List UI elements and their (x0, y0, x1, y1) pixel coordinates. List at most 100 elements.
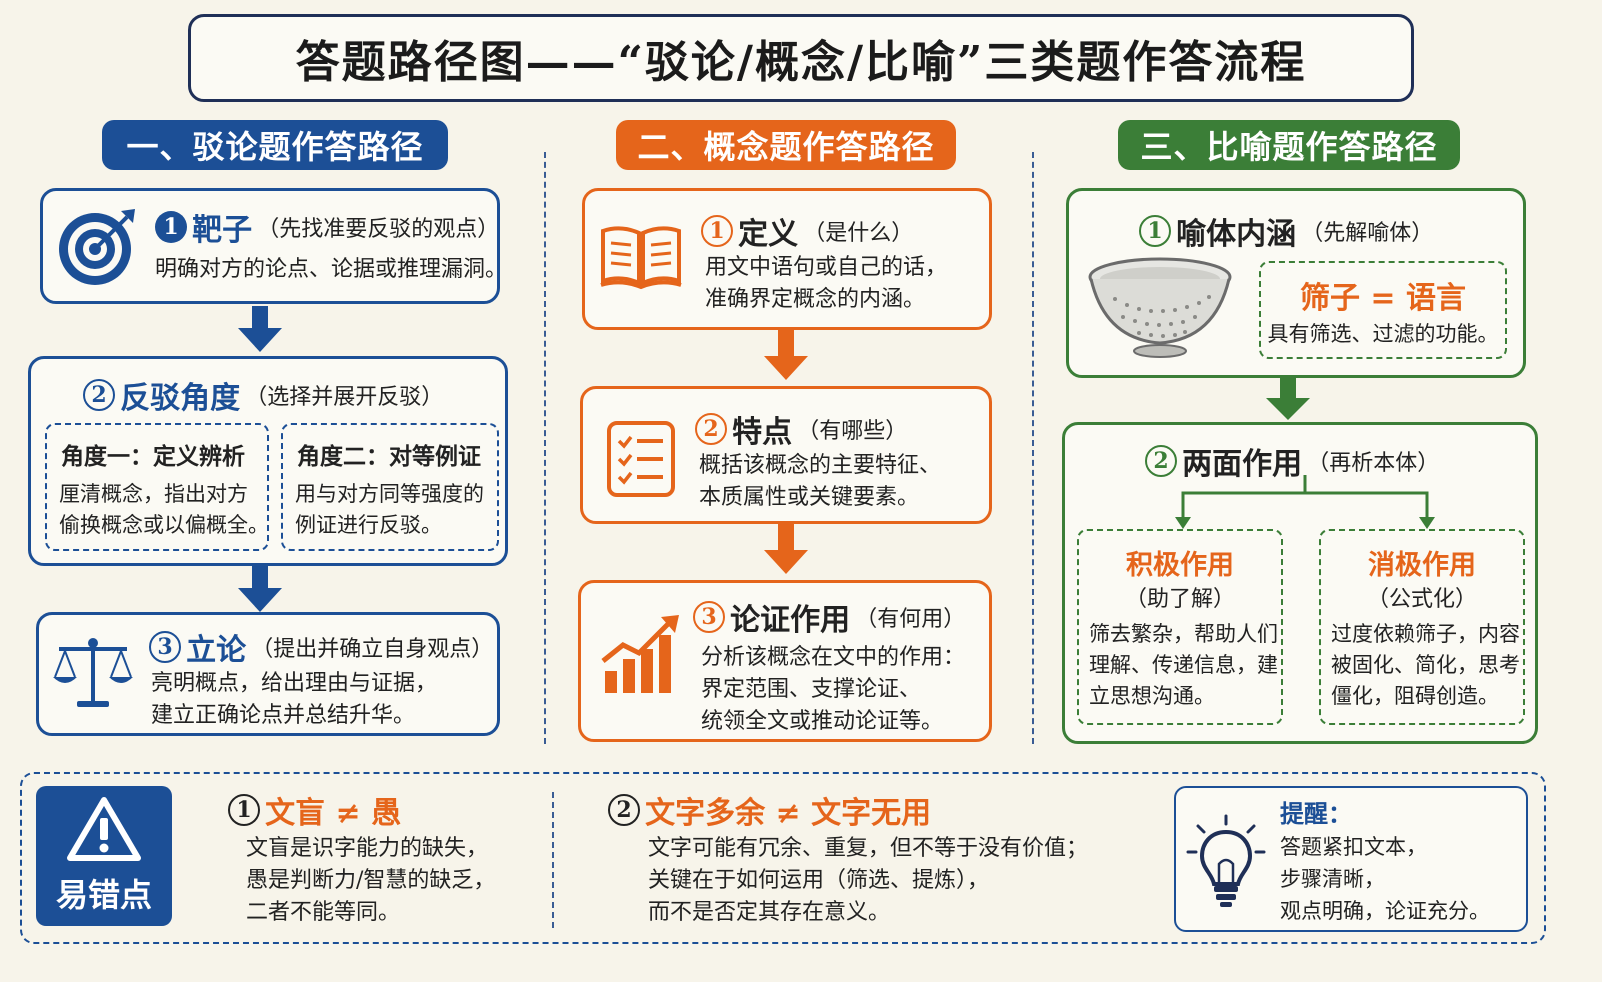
step-number: 2 (83, 379, 115, 411)
step-note: （再析本体） (1307, 451, 1440, 476)
step-note: （选择并展开反驳） (245, 385, 444, 410)
step-text: 用文中语句或自己的话， (705, 255, 948, 280)
mistakes-badge: 易错点 (36, 786, 172, 926)
target-icon (59, 209, 135, 285)
growth-chart-icon (601, 615, 679, 693)
positive-effect-card: 积极作用 （助了解） 筛去繁杂，帮助人们 理解、传递信息，建 立思想沟通。 (1077, 529, 1283, 725)
section-header-refutation: 一、驳论题作答路径 (102, 120, 448, 170)
mistake-number: 1 (228, 794, 260, 826)
metaphor-step-1: 1 喻体内涵 （先解喻体） 筛子 = 语言 具有筛选、过滤的功能。 (1066, 188, 1526, 378)
effect-sub: （公式化） (1366, 587, 1477, 612)
arrow-down-icon (238, 566, 282, 612)
scales-icon (53, 638, 133, 707)
refutation-step-3: 3 立论 （提出并确立自身观点） 亮明概点，给出理由与证据， 建立正确论点并总结… (36, 612, 500, 736)
step-number: 2 (1145, 445, 1177, 477)
step-number: 2 (695, 413, 727, 445)
mistake-title: 文字多余 ≠ 文字无用 (645, 796, 932, 831)
tip-box: 提醒： 答题紧扣文本， 步骤清晰， 观点明确，论证充分。 (1174, 786, 1528, 932)
page-title: 答题路径图——“驳论/概念/比喻”三类题作答流程 (295, 37, 1307, 88)
effect-text: 筛去繁杂，帮助人们 (1089, 622, 1278, 646)
angle-text: 偷换概念或以偏概全。 (59, 513, 269, 537)
metaphor-step-2: 2 两面作用 （再析本体） 积极作用 （助了解） 筛去繁杂，帮助人们 理解、传递… (1062, 422, 1538, 744)
step-text: 界定范围、支撑论证、 (701, 677, 922, 702)
step-note: （有何用） (855, 607, 966, 632)
tip-text: 观点明确，论证充分。 (1280, 899, 1490, 923)
tip-text: 答题紧扣文本， (1280, 835, 1427, 859)
arrow-down-icon (238, 306, 282, 352)
step-text: 亮明概点，给出理由与证据， (151, 671, 438, 696)
negative-effect-card: 消极作用 （公式化） 过度依赖筛子，内容 被固化、简化，思考 僵化，阻碍创造。 (1319, 529, 1525, 725)
mistake-text: 而不是否定其存在意义。 (648, 900, 891, 925)
step-title: 反驳角度 (120, 381, 241, 416)
mistake-number: 2 (608, 794, 640, 826)
arrow-down-icon (764, 330, 808, 380)
checklist-icon (607, 421, 675, 497)
concept-step-3: 3 论证作用 （有何用） 分析该概念在文中的作用： 界定范围、支撑论证、 统领全… (578, 580, 992, 742)
mistake-text: 文盲是识字能力的缺失， (246, 836, 489, 861)
step-number: 3 (149, 631, 181, 663)
concept-step-1: 1 定义 （是什么） 用文中语句或自己的话， 准确界定概念的内涵。 (582, 188, 992, 330)
step-text: 准确界定概念的内涵。 (705, 287, 926, 312)
angle-text: 用与对方同等强度的 (295, 482, 484, 506)
effect-sub: （助了解） (1124, 587, 1235, 612)
warning-icon (67, 797, 141, 861)
metaphor-meaning: 具有筛选、过滤的功能。 (1267, 322, 1499, 346)
effect-title: 积极作用 (1126, 550, 1234, 581)
step-note: （先解喻体） (1301, 221, 1434, 246)
refutation-step-2: 2 反驳角度 （选择并展开反驳） 角度一：定义辨析 厘清概念，指出对方 偷换概念… (28, 356, 508, 566)
page-title-box: 答题路径图——“驳论/概念/比喻”三类题作答流程 (188, 14, 1414, 102)
step-text: 概括该概念的主要特征、 (699, 453, 942, 478)
angle-text: 例证进行反驳。 (295, 513, 442, 537)
angle-title: 角度一：定义辨析 (61, 443, 245, 470)
metaphor-equation: 筛子 = 语言 (1299, 281, 1467, 316)
angle-text: 厘清概念，指出对方 (59, 482, 248, 506)
step-title: 定义 (738, 217, 799, 252)
step-note: （提出并确立自身观点） (251, 637, 494, 662)
step-note: （先找准要反驳的观点） (257, 217, 500, 242)
refutation-step-1: 1 靶子 （先找准要反驳的观点） 明确对方的论点、论据或推理漏洞。 (40, 188, 507, 304)
arrow-down-icon (1266, 378, 1310, 420)
step-title: 立论 (186, 633, 247, 668)
mistake-text: 二者不能等同。 (246, 900, 401, 925)
step-text: 统领全文或推动论证等。 (701, 709, 944, 734)
effect-text: 过度依赖筛子，内容 (1331, 622, 1520, 646)
effect-text: 僵化，阻碍创造。 (1331, 684, 1499, 708)
angle-card-2: 角度二：对等例证 用与对方同等强度的 例证进行反驳。 (281, 423, 499, 551)
section-header-concept: 二、概念题作答路径 (616, 120, 956, 170)
arrow-down-icon (764, 524, 808, 574)
step-note: （是什么） (803, 221, 914, 246)
step-title: 论证作用 (730, 603, 851, 638)
mistake-text: 愚是判断力/智慧的缺乏， (246, 868, 496, 893)
step-title: 两面作用 (1182, 447, 1303, 482)
mistakes-panel: 易错点 1 文盲 ≠ 愚 文盲是识字能力的缺失， 愚是判断力/智慧的缺乏， 二者… (20, 772, 1546, 944)
mistake-text: 关键在于如何运用（筛选、提炼）， (648, 868, 990, 893)
book-icon (600, 226, 682, 290)
tip-title: 提醒： (1280, 799, 1352, 828)
section-header-metaphor: 三、比喻题作答路径 (1118, 120, 1460, 170)
mistakes-divider (552, 792, 554, 928)
sieve-bowl-icon (1088, 257, 1232, 358)
step-number: 1 (155, 211, 187, 243)
step-title: 喻体内涵 (1176, 217, 1297, 252)
step-number: 1 (1139, 215, 1171, 247)
effect-text: 立思想沟通。 (1089, 684, 1215, 708)
effect-text: 被固化、简化，思考 (1331, 653, 1520, 677)
step-note: （有哪些） (797, 419, 908, 444)
step-number: 1 (701, 215, 733, 247)
step-title: 靶子 (192, 213, 253, 248)
column-divider (1032, 152, 1034, 744)
step-number: 3 (693, 601, 725, 633)
effect-title: 消极作用 (1368, 550, 1476, 581)
step-text: 分析该概念在文中的作用： (701, 645, 966, 670)
step-text: 明确对方的论点、论据或推理漏洞。 (155, 257, 508, 282)
step-text: 建立正确论点并总结升华。 (151, 703, 416, 728)
mistake-text: 文字可能有冗余、重复，但不等于没有价值； (648, 836, 1089, 861)
tip-text: 步骤清晰， (1280, 867, 1385, 891)
angle-title: 角度二：对等例证 (297, 443, 481, 470)
column-divider (544, 152, 546, 744)
effect-text: 理解、传递信息，建 (1089, 653, 1278, 677)
step-text: 本质属性或关键要素。 (699, 485, 920, 510)
step-title: 特点 (732, 415, 793, 450)
mistake-title: 文盲 ≠ 愚 (265, 796, 402, 831)
metaphor-equation-card: 筛子 = 语言 具有筛选、过滤的功能。 (1259, 261, 1507, 359)
